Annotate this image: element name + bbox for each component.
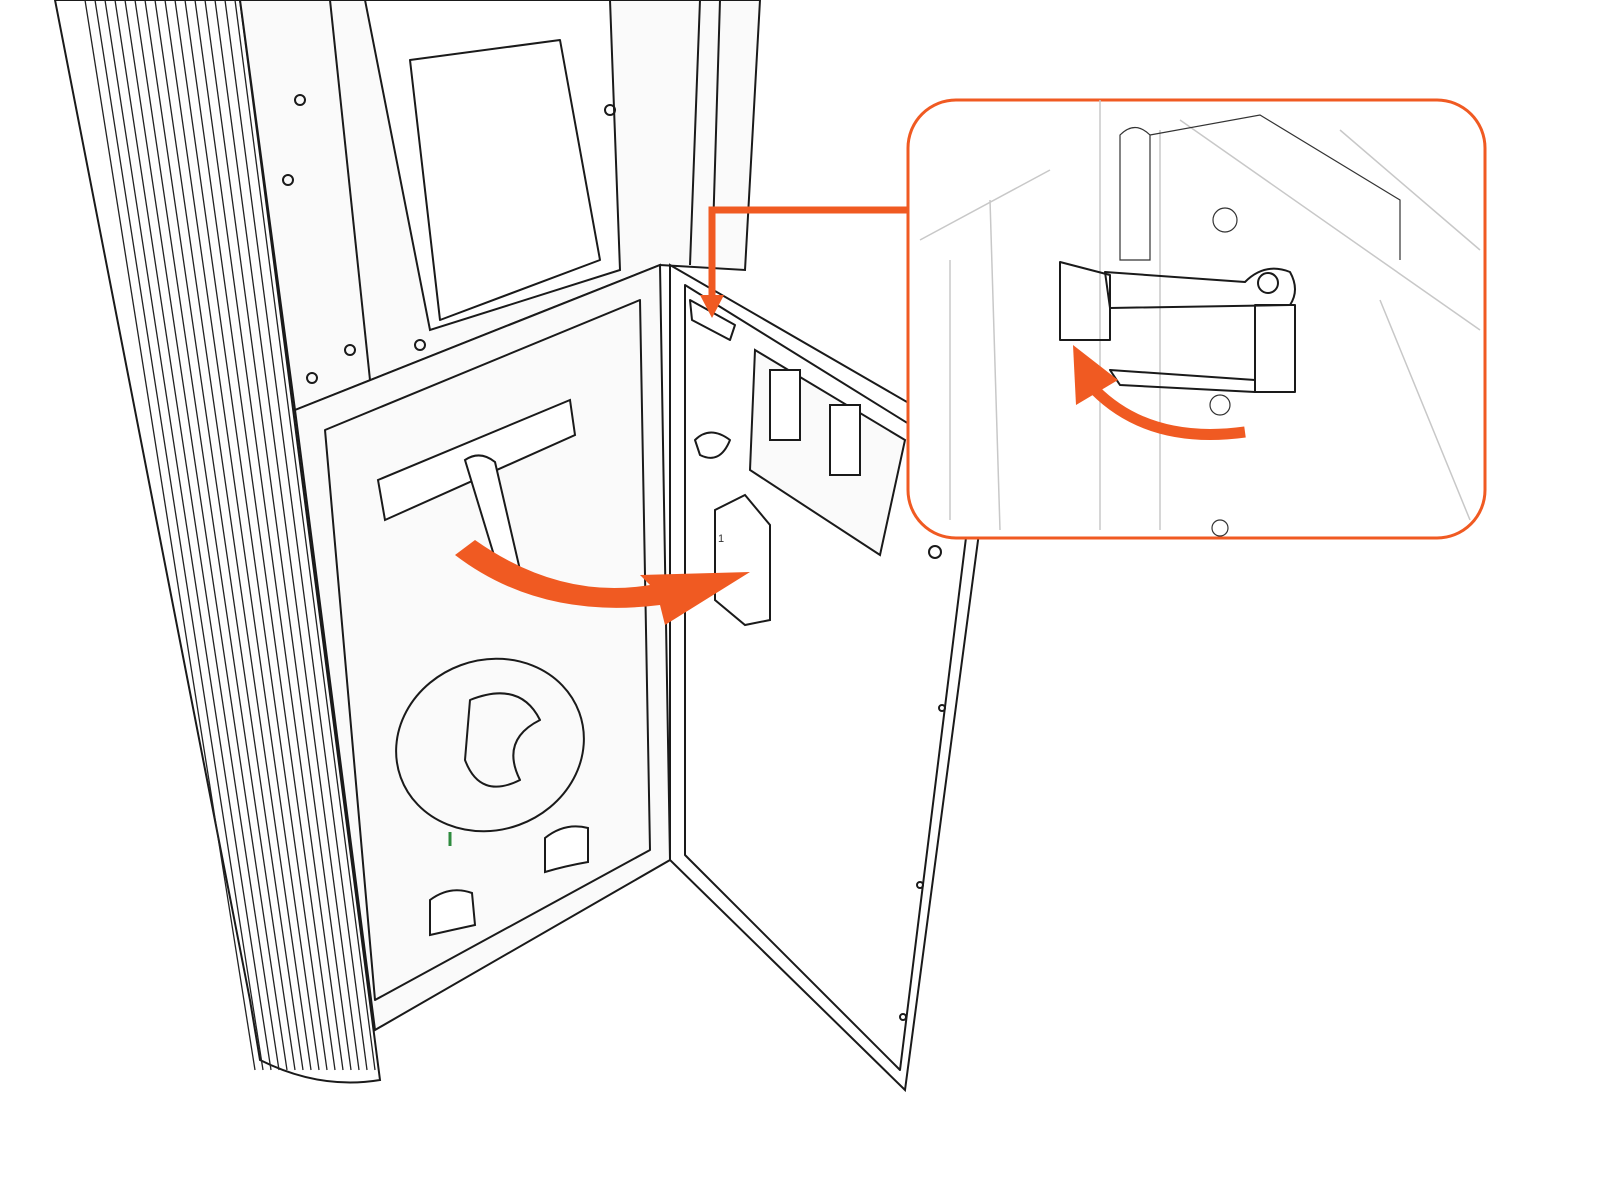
flute-line [124, 0, 288, 1071]
flute-line [94, 0, 264, 1071]
hinge-detail-callout [906, 98, 1487, 540]
upper-panel [363, 0, 622, 332]
flute-line [134, 0, 296, 1071]
hinge-latch [689, 299, 736, 341]
flute-line [224, 0, 368, 1071]
swing-open-arrow [455, 540, 750, 625]
flute-line [114, 0, 280, 1071]
hinge-leaf [1059, 261, 1111, 341]
pointer-arrow [708, 206, 908, 300]
cabinet-side-fluted [53, 0, 382, 1084]
cabinet-front [238, 0, 762, 412]
flute-line [164, 0, 320, 1071]
flute-line [144, 0, 304, 1071]
pointer-arrow-head [700, 295, 724, 318]
flute-line [194, 0, 344, 1071]
round-cover [395, 657, 585, 833]
flute-line [84, 0, 256, 1071]
flute-line [184, 0, 336, 1071]
flute-line [204, 0, 352, 1071]
flute-line [234, 0, 376, 1071]
flute-line [104, 0, 272, 1071]
handle [463, 454, 522, 577]
flute-line [154, 0, 312, 1071]
flute-line [214, 0, 360, 1071]
flute-line [174, 0, 328, 1071]
rotate-hinge-arrow [1091, 386, 1246, 440]
rotate-hinge-arrow-head [1073, 345, 1118, 405]
component-label: 1 [718, 533, 724, 545]
component-box [714, 493, 771, 627]
hinge-pin [1254, 304, 1296, 393]
lower-compartment [293, 263, 672, 1032]
